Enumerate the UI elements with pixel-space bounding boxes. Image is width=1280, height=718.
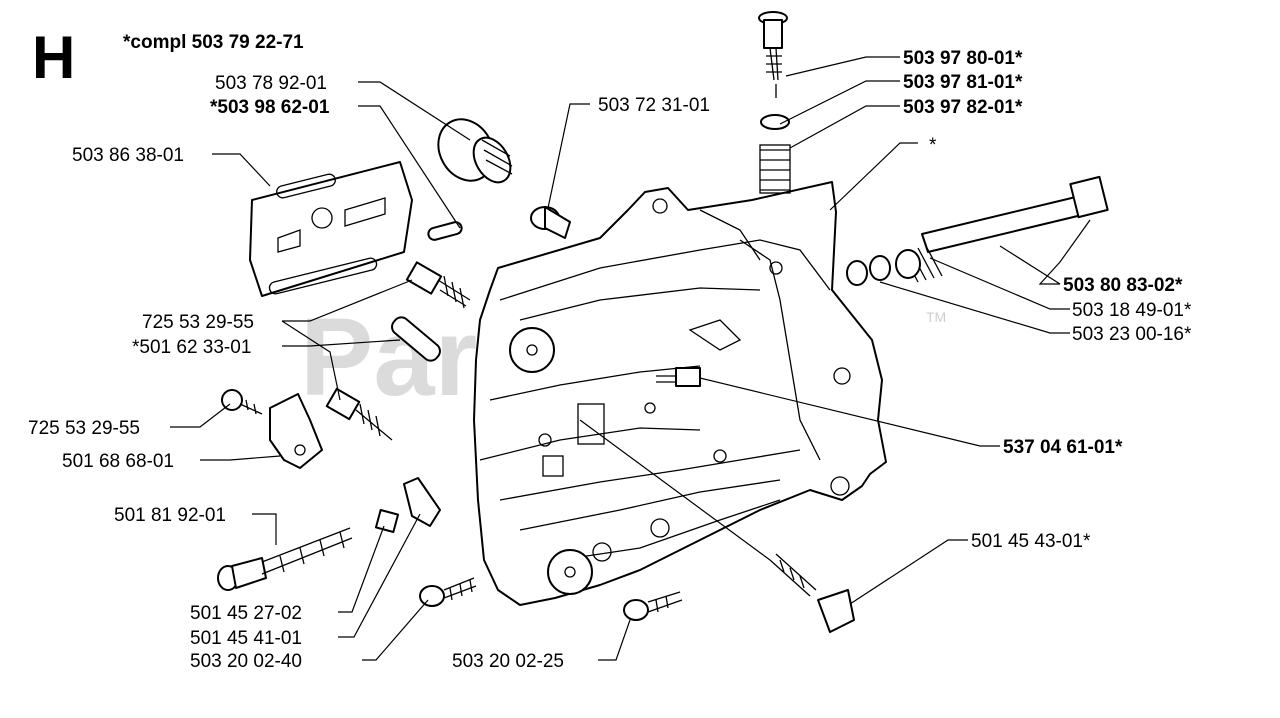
callout-label: 503 97 81-01* (903, 72, 1023, 93)
pump-nozzle (656, 367, 701, 387)
callout-label: *501 62 33-01 (132, 337, 251, 358)
callout-label: *503 98 62-01 (210, 97, 330, 118)
callout-label: 503 20 02-40 (190, 651, 302, 672)
callout-label: 725 53 29-55 (142, 312, 254, 333)
callout-label: 725 53 29-55 (28, 418, 140, 439)
chain-guide-plate (249, 161, 413, 297)
callout-label: 537 04 61-01* (1003, 437, 1123, 458)
adjuster-screw (758, 11, 791, 194)
callout-label: 501 68 68-01 (62, 451, 174, 472)
callout-label: 503 23 00-16* (1072, 324, 1192, 345)
watermark-tm: TM (926, 309, 946, 325)
kit-note: *compl 503 79 22-71 (123, 32, 304, 53)
callout-label: 503 97 82-01* (903, 97, 1023, 118)
callout-label: 503 18 49-01* (1072, 300, 1192, 321)
callout-label: 501 81 92-01 (114, 505, 226, 526)
callout-labels: 503 78 92-01 *503 98 62-01 503 72 31-01 … (28, 48, 1192, 672)
callout-label: 501 45 43-01* (971, 531, 1091, 552)
bracket-part (269, 393, 323, 469)
pointer-part (403, 477, 441, 527)
screw-middle (325, 387, 393, 441)
small-screw (221, 389, 263, 415)
chain-brake-housing (473, 181, 887, 606)
callout-label: 503 80 83-02* (1063, 275, 1183, 296)
cap-part (437, 118, 513, 184)
callout-label: 503 97 80-01* (903, 48, 1023, 69)
callout-label: 503 78 92-01 (215, 73, 327, 94)
sleeve-part (391, 316, 441, 362)
pump-spring (846, 245, 943, 286)
long-screw (217, 527, 353, 591)
section-letter: H (32, 24, 75, 91)
bushing-part (530, 206, 571, 239)
callout-label: 503 86 38-01 (72, 145, 184, 166)
callout-label: 503 20 02-25 (452, 651, 564, 672)
screw-upper (405, 261, 471, 309)
pin-part (427, 221, 463, 241)
callout-label: 501 45 41-01 (190, 628, 302, 649)
tension-bolt (769, 553, 855, 633)
leader-lines (170, 56, 1091, 661)
callout-label: 501 45 27-02 (190, 603, 302, 624)
callout-label: 503 72 31-01 (598, 95, 710, 116)
callout-label: * (929, 135, 937, 156)
nut-part (374, 508, 400, 534)
pump-shaft (921, 175, 1109, 253)
bottom-screw (623, 591, 683, 621)
adjuster-nut (419, 577, 477, 607)
